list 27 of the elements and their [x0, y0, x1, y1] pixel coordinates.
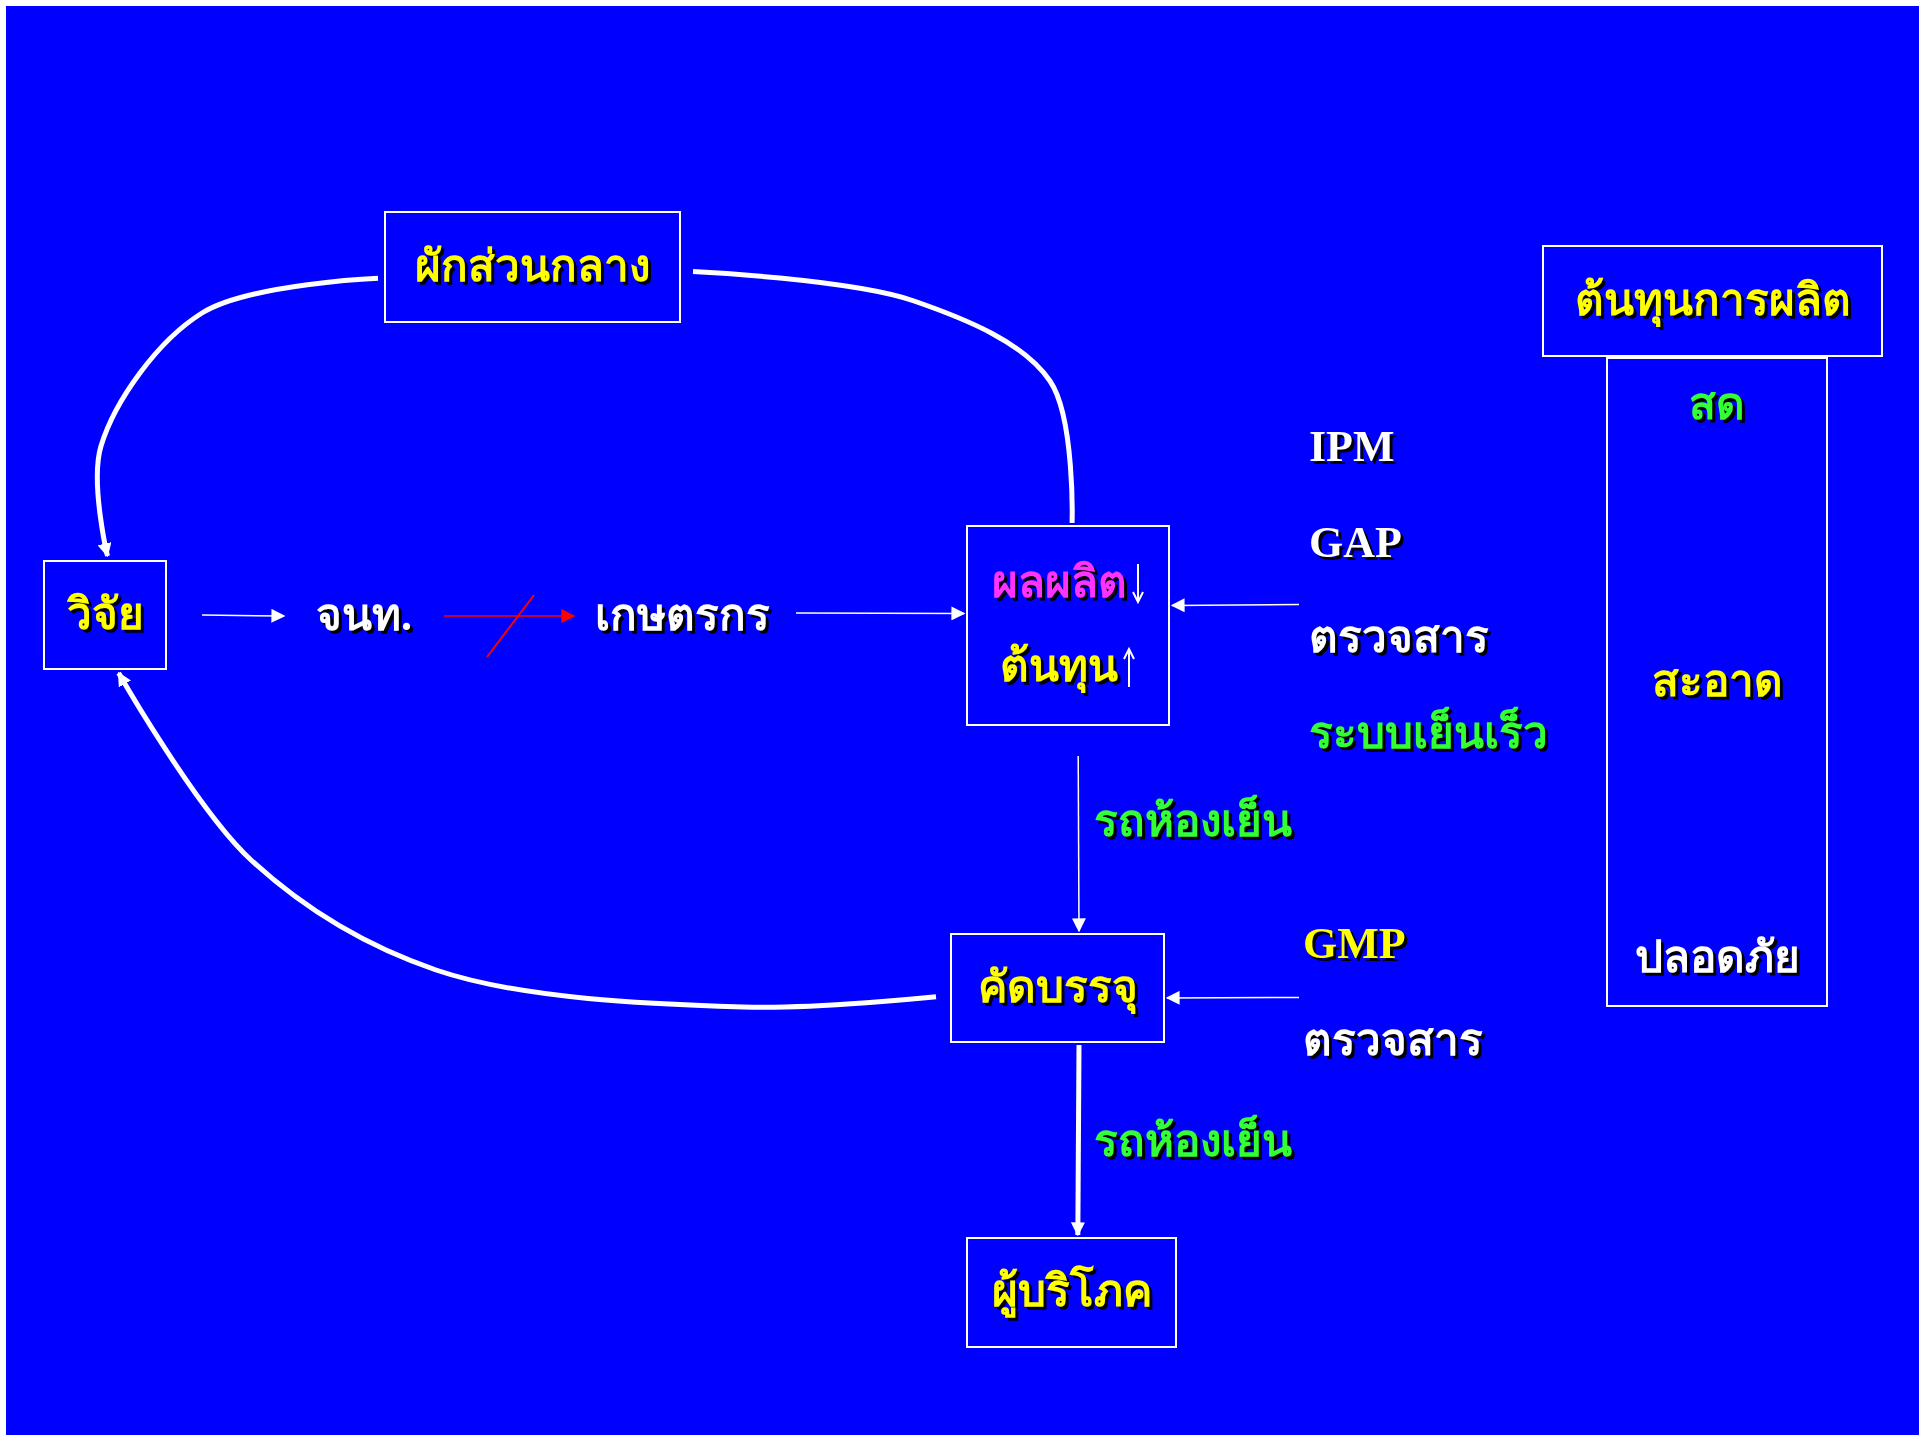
process-box — [43, 560, 167, 670]
process-box — [950, 933, 1165, 1043]
edge-label: รถห้องเย็น — [1094, 796, 1292, 849]
node-label: ผู้บริโภค — [991, 1266, 1152, 1319]
node-label: GAP — [1309, 516, 1402, 569]
node-label: ต้นทุนการผลิต — [1574, 274, 1851, 328]
edge-label: รถห้องเย็น — [1094, 1116, 1292, 1169]
node-label: ผลผลิต — [991, 557, 1127, 610]
node-label: คัดบรรจุ — [977, 961, 1138, 1015]
node-label: สะอาด — [1651, 655, 1783, 708]
process-box — [384, 211, 681, 323]
node-label: ตรวจสาร — [1303, 1015, 1483, 1068]
process-box — [1606, 357, 1828, 1007]
node-label: IPM — [1309, 421, 1395, 473]
process-box — [1542, 245, 1883, 357]
node-label: เกษตรกร — [594, 589, 770, 642]
node-label: ต้นทุน — [1000, 640, 1118, 694]
process-box — [966, 1237, 1177, 1348]
node-label: ผักส่วนกลาง — [415, 240, 650, 293]
node-label: วิจัย — [66, 588, 144, 641]
node-label: สด — [1689, 379, 1745, 431]
node-label: GMP — [1303, 918, 1406, 970]
process-box — [966, 525, 1170, 726]
node-label: ปลอดภัย — [1634, 932, 1800, 985]
node-label: ตรวจสาร — [1309, 612, 1489, 665]
node-label: ระบบเย็นเร็ว — [1309, 708, 1548, 761]
node-label: จนท. — [316, 589, 412, 642]
